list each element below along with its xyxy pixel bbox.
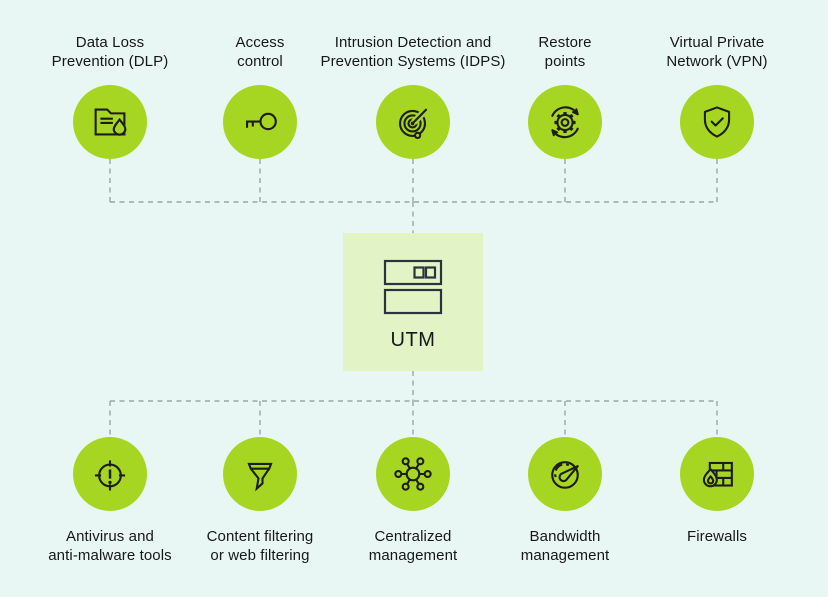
label-line: Antivirus and bbox=[65, 528, 154, 545]
label-line: management bbox=[368, 547, 458, 564]
label-line: Prevention Systems (IDPS) bbox=[320, 53, 506, 70]
shield-check-icon bbox=[703, 106, 731, 138]
item-vpn-circle bbox=[680, 85, 754, 159]
item-antivirus: Antivirus and anti-malware tools bbox=[0, 437, 220, 565]
item-content-filtering: Content filtering or web filtering bbox=[150, 437, 370, 565]
label-line: Network (VPN) bbox=[666, 53, 768, 70]
label-line: anti-malware tools bbox=[48, 547, 172, 564]
item-restore-points: Restore points bbox=[455, 33, 675, 159]
item-firewalls: Firewalls bbox=[607, 437, 827, 546]
item-bandwidth-management: Bandwidth management bbox=[455, 437, 675, 565]
label-line: Virtual Private bbox=[669, 34, 765, 51]
item-restore-points-label: Restore points bbox=[538, 33, 591, 71]
item-dlp: Data Loss Prevention (DLP) bbox=[0, 33, 220, 159]
label-line: points bbox=[544, 53, 586, 70]
funnel-icon bbox=[247, 462, 273, 492]
firewall-flame-icon bbox=[702, 461, 733, 488]
item-dlp-label: Data Loss Prevention (DLP) bbox=[52, 33, 169, 71]
item-access-control-label: Access control bbox=[236, 33, 285, 71]
label-line: Prevention (DLP) bbox=[51, 53, 169, 70]
label-line: Access bbox=[235, 34, 285, 51]
label-line: Centralized bbox=[374, 528, 452, 545]
item-vpn: Virtual Private Network (VPN) bbox=[607, 33, 827, 159]
radar-icon bbox=[399, 107, 429, 140]
label-line: Content filtering bbox=[206, 528, 314, 545]
label-line: Firewalls bbox=[686, 528, 748, 545]
label-line: Data Loss bbox=[75, 34, 145, 51]
server-icon bbox=[383, 259, 443, 315]
item-centralized-management: Centralized management bbox=[303, 437, 523, 565]
item-bandwidth-management-circle bbox=[528, 437, 602, 511]
item-restore-points-circle bbox=[528, 85, 602, 159]
gear-sync-icon bbox=[551, 106, 579, 139]
item-firewalls-label: Firewalls bbox=[687, 527, 747, 546]
label-line: or web filtering bbox=[210, 547, 310, 564]
item-access-control-circle bbox=[223, 85, 297, 159]
item-idps: Intrusion Detection and Prevention Syste… bbox=[303, 33, 523, 159]
item-vpn-label: Virtual Private Network (VPN) bbox=[666, 33, 767, 71]
label-line: Restore bbox=[538, 34, 592, 51]
item-idps-circle bbox=[376, 85, 450, 159]
label-line: management bbox=[520, 547, 610, 564]
utm-box: UTM bbox=[343, 233, 483, 371]
item-idps-label: Intrusion Detection and Prevention Syste… bbox=[320, 33, 505, 71]
item-centralized-management-circle bbox=[376, 437, 450, 511]
item-content-filtering-label: Content filtering or web filtering bbox=[207, 527, 314, 565]
folder-drop-icon bbox=[94, 108, 127, 136]
key-icon bbox=[246, 112, 277, 131]
item-centralized-management-label: Centralized management bbox=[369, 527, 458, 565]
label-line: Intrusion Detection and bbox=[334, 34, 492, 51]
utm-label: UTM bbox=[390, 329, 436, 351]
item-bandwidth-management-label: Bandwidth management bbox=[521, 527, 610, 565]
crosshair-alert-icon bbox=[94, 460, 126, 491]
item-antivirus-circle bbox=[73, 437, 147, 511]
item-firewalls-circle bbox=[680, 437, 754, 511]
item-dlp-circle bbox=[73, 85, 147, 159]
network-hub-icon bbox=[394, 457, 432, 491]
item-content-filtering-circle bbox=[223, 437, 297, 511]
item-antivirus-label: Antivirus and anti-malware tools bbox=[48, 527, 172, 565]
item-access-control: Access control bbox=[150, 33, 370, 159]
label-line: Bandwidth bbox=[529, 528, 601, 545]
label-line: control bbox=[237, 53, 283, 70]
speedometer-icon bbox=[551, 461, 579, 489]
